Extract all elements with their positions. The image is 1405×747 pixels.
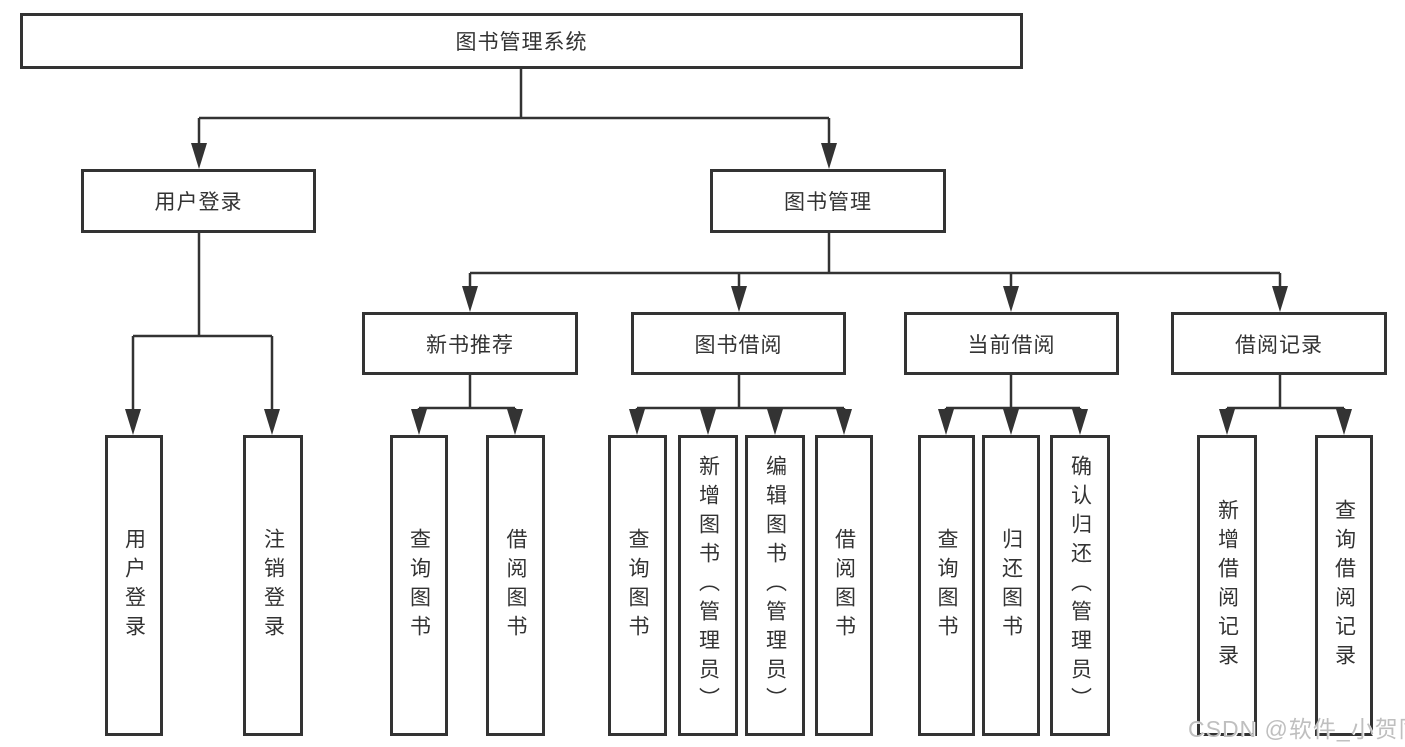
csdn-watermark: CSDN @软件_小贺同学 xyxy=(1188,716,1405,742)
node-label: 借阅图书 xyxy=(504,527,527,644)
leaf-logout: 注销登录 xyxy=(243,435,303,736)
arrowhead-icon xyxy=(629,409,645,435)
arrowhead-icon xyxy=(411,409,427,435)
leaf-query-borrow-record: 查询借阅记录 xyxy=(1315,435,1373,736)
node-label: 注销登录 xyxy=(261,527,285,644)
node-label: 确认归还（管理员） xyxy=(1068,455,1092,716)
node-label: 图书借阅 xyxy=(694,333,783,357)
leaf-return-books: 归还图书 xyxy=(982,435,1040,736)
arrowhead-icon xyxy=(1272,286,1288,312)
node-label: 图书管理 xyxy=(784,191,872,214)
node-label: 归还图书 xyxy=(999,527,1023,644)
arrowhead-icon xyxy=(1003,286,1019,312)
leaf-query-books-current: 查询图书 xyxy=(918,435,975,736)
leaf-user-login: 用户登录 xyxy=(105,435,163,736)
node-label: 借阅记录 xyxy=(1235,333,1323,357)
leaf-borrow-books: 借阅图书 xyxy=(815,435,873,736)
arrowhead-icon xyxy=(836,409,852,435)
node-label: 用户登录 xyxy=(154,191,243,214)
node-label: 编辑图书（管理员） xyxy=(763,455,787,716)
arrowhead-icon xyxy=(1219,409,1235,435)
node-root-library-system: 图书管理系统 xyxy=(20,13,1023,69)
leaf-add-books-admin: 新增图书（管理员） xyxy=(678,435,738,736)
arrowhead-icon xyxy=(700,409,716,435)
node-borrow-records: 借阅记录 xyxy=(1171,312,1387,375)
arrowhead-icon xyxy=(462,286,478,312)
node-user-login: 用户登录 xyxy=(81,169,316,233)
arrowhead-icon xyxy=(767,409,783,435)
node-label: 查询图书 xyxy=(935,527,958,644)
node-new-book-recommend: 新书推荐 xyxy=(362,312,578,375)
arrowhead-icon xyxy=(821,143,837,169)
node-label: 图书管理系统 xyxy=(455,31,588,54)
node-label: 用户登录 xyxy=(122,527,146,644)
arrowhead-icon xyxy=(1072,409,1088,435)
leaf-borrow-books-newbook: 借阅图书 xyxy=(486,435,545,736)
leaf-add-borrow-record: 新增借阅记录 xyxy=(1197,435,1257,736)
node-current-borrow: 当前借阅 xyxy=(904,312,1119,375)
node-label: 新增借阅记录 xyxy=(1215,498,1239,673)
node-label: 查询图书 xyxy=(626,527,649,644)
arrowhead-icon xyxy=(264,409,280,435)
leaf-query-books-newbook: 查询图书 xyxy=(390,435,448,736)
node-label: 查询借阅记录 xyxy=(1332,498,1356,673)
arrowhead-icon xyxy=(125,409,141,435)
arrowhead-icon xyxy=(1003,409,1019,435)
node-label: 借阅图书 xyxy=(832,527,856,644)
arrowhead-icon xyxy=(1336,409,1352,435)
leaf-confirm-return-admin: 确认归还（管理员） xyxy=(1050,435,1110,736)
node-label: 查询图书 xyxy=(407,527,431,644)
node-label: 新增图书（管理员） xyxy=(696,455,720,716)
arrowhead-icon xyxy=(507,409,523,435)
node-book-management: 图书管理 xyxy=(710,169,946,233)
arrowhead-icon xyxy=(731,286,747,312)
node-book-borrow: 图书借阅 xyxy=(631,312,846,375)
node-label: 新书推荐 xyxy=(426,333,514,357)
node-label: 当前借阅 xyxy=(967,333,1056,357)
arrowhead-icon xyxy=(938,409,954,435)
arrowheads xyxy=(125,143,1352,435)
arrowhead-icon xyxy=(191,143,207,169)
leaf-query-books-borrow: 查询图书 xyxy=(608,435,667,736)
leaf-edit-books-admin: 编辑图书（管理员） xyxy=(745,435,805,736)
